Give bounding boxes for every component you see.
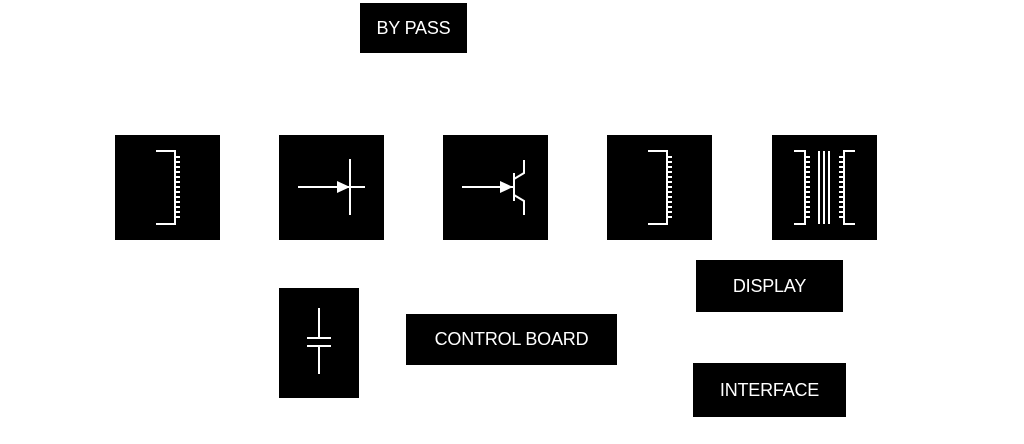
inductor-teeth	[175, 156, 180, 218]
display-block: DISPLAY	[696, 260, 843, 312]
transformer-icon	[794, 150, 855, 225]
control-board-label: CONTROL BOARD	[434, 329, 589, 349]
interface-label: INTERFACE	[719, 379, 820, 400]
inductor-block-2	[607, 135, 712, 240]
transformer-block	[772, 135, 877, 240]
inductor-block-1	[115, 135, 220, 240]
transformer-right-teeth	[839, 156, 844, 218]
capacitor-block	[279, 288, 359, 398]
inductor-teeth	[667, 156, 672, 218]
control-board-block: CONTROL BOARD	[406, 314, 617, 365]
junction-block	[279, 135, 384, 240]
capacitor-icon	[307, 308, 331, 374]
transistor-block	[443, 135, 548, 240]
bypass-label: BY PASS	[376, 17, 451, 38]
inductor-icon	[156, 150, 180, 225]
arrow-junction-icon	[298, 159, 365, 215]
display-label: DISPLAY	[732, 275, 807, 296]
bypass-block: BY PASS	[360, 3, 467, 53]
interface-block: INTERFACE	[693, 363, 846, 417]
inductor-icon	[648, 150, 672, 225]
transistor-icon	[462, 160, 525, 215]
transformer-left-teeth	[805, 156, 810, 218]
